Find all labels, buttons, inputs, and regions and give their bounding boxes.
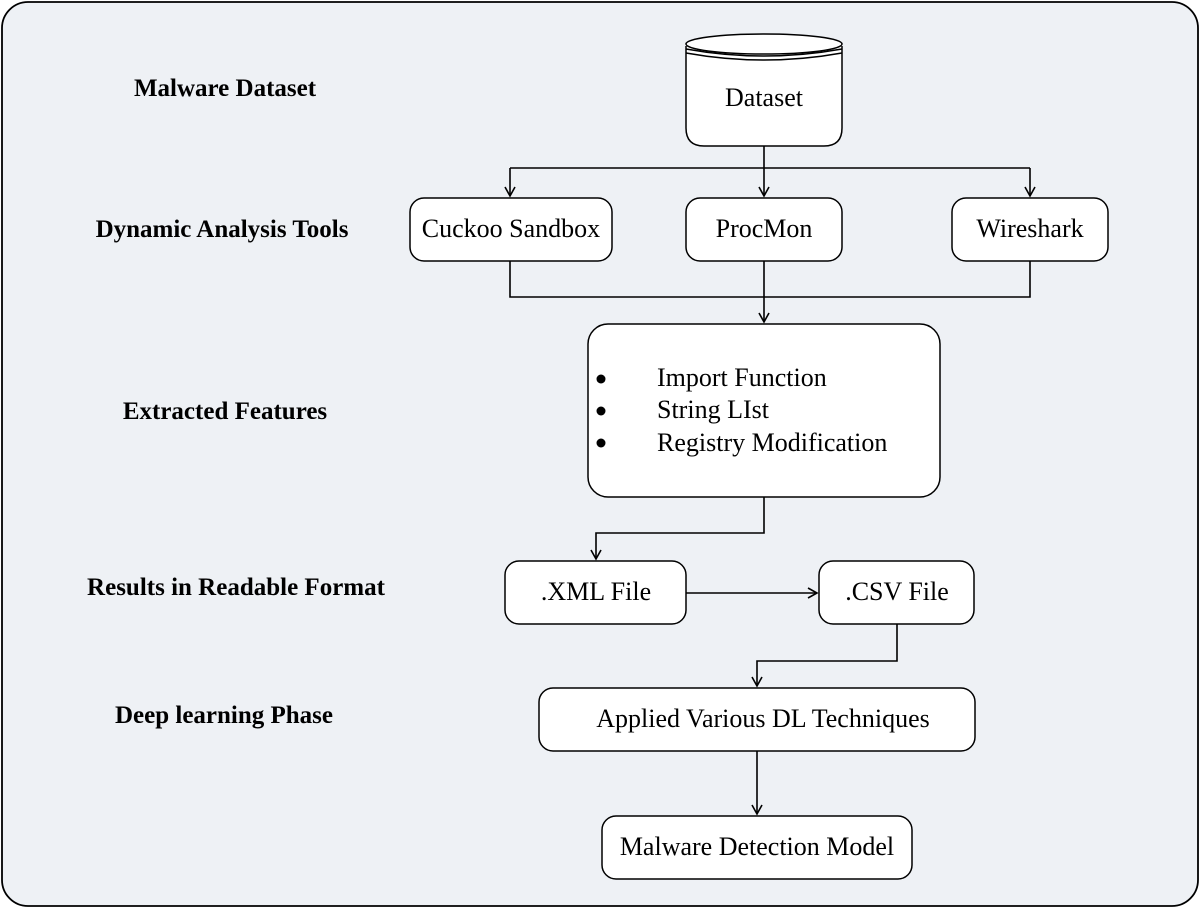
feature-item: Registry Modification: [657, 428, 887, 457]
procmon-node: ProcMon: [685, 197, 843, 262]
cuckoo-sandbox-label: Cuckoo Sandbox: [422, 214, 600, 243]
wireshark-node: Wireshark: [951, 197, 1109, 262]
stage-deep-learning-phase: Deep learning Phase: [115, 702, 333, 729]
feature-item: String LIst: [657, 395, 770, 424]
stage-extracted-features: Extracted Features: [123, 398, 328, 425]
dl-techniques-label: Applied Various DL Techniques: [596, 704, 929, 733]
feature-item: Import Function: [657, 363, 827, 392]
stage-results-readable-format: Results in Readable Format: [87, 574, 386, 601]
dataset-label: Dataset: [725, 83, 804, 112]
csv-file-label: .CSV File: [845, 577, 949, 606]
bullet-dot: [596, 406, 606, 416]
procmon-label: ProcMon: [716, 214, 813, 243]
cuckoo-sandbox-node: Cuckoo Sandbox: [409, 197, 613, 262]
dataset-node: Dataset: [685, 33, 843, 147]
xml-file-label: .XML File: [541, 577, 651, 606]
bullet-dot: [596, 374, 606, 384]
xml-file-node: .XML File: [504, 560, 687, 625]
extracted-features-node: Import Function String LIst Registry Mod…: [587, 323, 941, 498]
connector-csv-dl: [751, 624, 898, 688]
wireshark-label: Wireshark: [976, 214, 1083, 243]
connector-tools-merge: [509, 261, 1031, 298]
connector-features-xml: [590, 497, 765, 561]
csv-file-node: .CSV File: [818, 560, 975, 625]
stage-dynamic-analysis-tools: Dynamic Analysis Tools: [96, 216, 349, 243]
detection-model-node: Malware Detection Model: [601, 815, 913, 880]
stage-malware-dataset: Malware Dataset: [134, 75, 317, 102]
bullet-dot: [596, 438, 606, 448]
detection-model-label: Malware Detection Model: [620, 832, 894, 861]
dl-techniques-node: Applied Various DL Techniques: [538, 687, 976, 752]
